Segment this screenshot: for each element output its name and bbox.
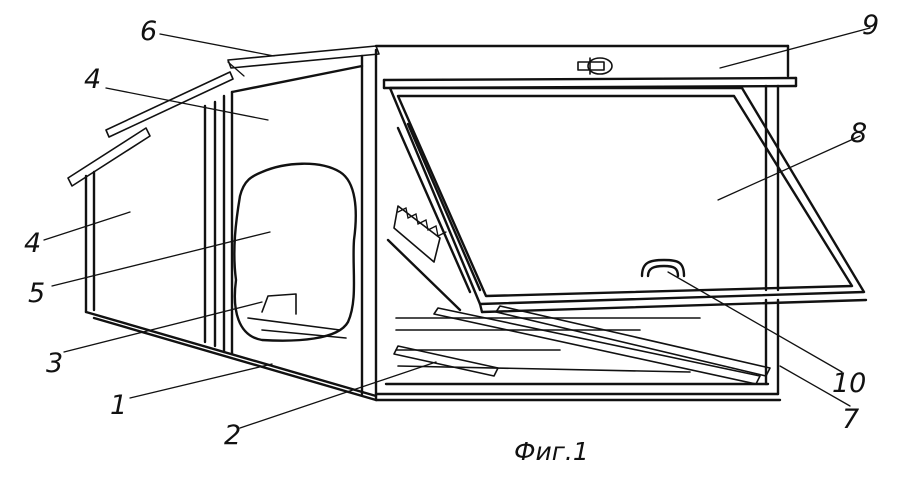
label-9: 9 — [862, 10, 879, 41]
door-props — [386, 122, 482, 312]
label-6: 6 — [140, 16, 157, 47]
roof — [67, 45, 380, 187]
bottom-slats — [393, 305, 771, 385]
front-enclosure — [84, 48, 378, 402]
label-5: 5 — [28, 278, 45, 309]
latch-icon — [577, 57, 613, 75]
inner-perch — [247, 293, 347, 339]
label-1: 1 — [110, 390, 127, 421]
label-2: 2 — [224, 420, 241, 451]
figure-caption: Фиг.1 — [514, 437, 589, 466]
label-7: 7 — [842, 404, 859, 435]
handle-icon — [640, 258, 686, 278]
top-frame — [374, 44, 798, 90]
label-4a: 4 — [84, 64, 101, 95]
leader-lines — [43, 27, 871, 429]
label-10: 10 — [832, 368, 866, 399]
right-frame — [374, 84, 782, 402]
door-lid — [388, 86, 868, 314]
label-3: 3 — [46, 348, 63, 379]
label-8: 8 — [850, 118, 867, 149]
labels: 6 4 4 5 3 1 2 9 8 10 7 Фиг.1 — [24, 10, 879, 466]
entrance-opening — [233, 162, 357, 342]
label-4b: 4 — [24, 228, 41, 259]
